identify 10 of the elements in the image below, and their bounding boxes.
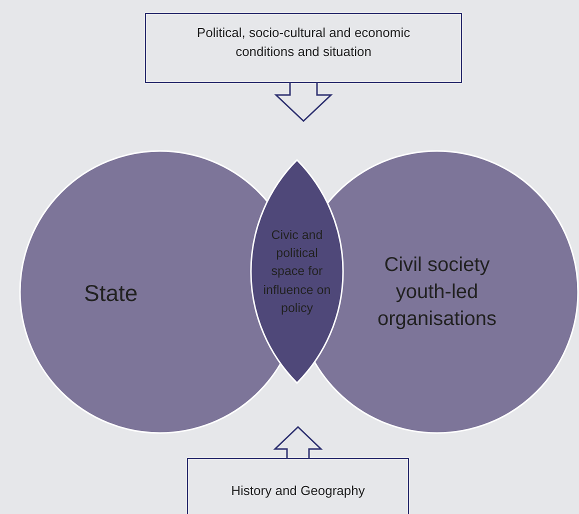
node-label: Civic and political space for influence on policy (262, 227, 332, 317)
block-arrow (273, 426, 323, 459)
node-label: History and Geography (231, 482, 365, 500)
node-label: Civil society youth-led organisations (376, 252, 498, 332)
callout-box (187, 458, 409, 514)
overlap-lens (251, 160, 343, 383)
node-label: State (84, 278, 138, 308)
block-arrow (274, 82, 333, 122)
node-label: Political, socio-cultural and economic conditions and situation (196, 24, 412, 61)
callout-box (145, 13, 462, 83)
